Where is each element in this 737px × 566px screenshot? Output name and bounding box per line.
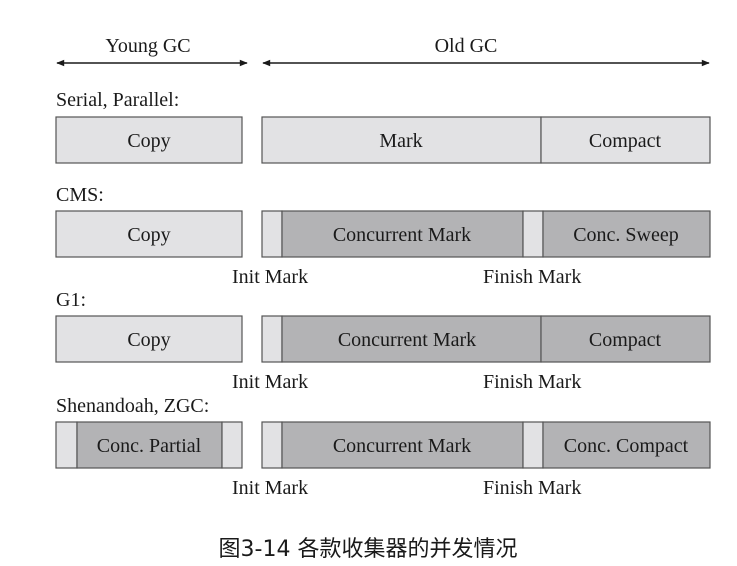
phase-segment: [281, 421, 524, 469]
old-phase-bar: Concurrent Mark Conc. Compact: [261, 421, 711, 469]
phase-segment: [540, 315, 711, 363]
phase-label: Copy: [127, 130, 170, 152]
init-mark-note: Init Mark: [232, 371, 308, 393]
phase-label: Compact: [589, 329, 662, 351]
phase-segment-init-mark: [261, 210, 283, 258]
phase-segment: [261, 116, 542, 164]
phase-label: Compact: [589, 130, 662, 152]
young-phase-bar: Copy: [55, 315, 243, 363]
figure-caption: 图3-14 各款收集器的并发情况: [219, 537, 518, 562]
phase-segment: [542, 421, 711, 469]
old-gc-header: Old GC: [262, 35, 710, 67]
phase-segment: [281, 315, 542, 363]
row-cms: CMS: Copy Concurrent Mark Conc. Sweep In…: [55, 184, 711, 288]
old-phase-bar: Concurrent Mark Conc. Sweep: [261, 210, 711, 258]
phase-label: Conc. Compact: [564, 435, 689, 457]
phase-segment-finish-mark: [522, 421, 544, 469]
row-label: Serial, Parallel:: [56, 89, 179, 111]
phase-segment: [76, 421, 223, 469]
phase-label: Conc. Partial: [97, 435, 202, 457]
phase-segment: [55, 116, 243, 164]
phase-segment: [542, 210, 711, 258]
young-gc-label: Young GC: [105, 35, 190, 57]
finish-mark-note: Finish Mark: [483, 477, 581, 499]
phase-segment-init-mark: [261, 315, 283, 363]
row-label: G1:: [56, 289, 86, 311]
row-shenandoah-zgc: Shenandoah, ZGC: Conc. Partial Concurren…: [55, 395, 711, 499]
phase-segment-final: [221, 421, 243, 469]
young-gc-header: Young GC: [56, 35, 248, 67]
init-mark-note: Init Mark: [232, 477, 308, 499]
init-mark-note: Init Mark: [232, 266, 308, 288]
phase-segment: [55, 210, 243, 258]
young-phase-bar: Conc. Partial: [55, 421, 243, 469]
row-g1: G1: Copy Concurrent Mark Compact Init Ma…: [55, 289, 711, 393]
finish-mark-note: Finish Mark: [483, 371, 581, 393]
phase-segment: [540, 116, 711, 164]
row-serial-parallel: Serial, Parallel: Copy Mark Compact: [55, 89, 711, 164]
phase-label: Conc. Sweep: [573, 224, 679, 246]
old-phase-bar: Concurrent Mark Compact: [261, 315, 711, 363]
phase-label: Copy: [127, 224, 170, 246]
row-label: CMS:: [56, 184, 104, 206]
phase-label: Concurrent Mark: [338, 329, 476, 351]
old-gc-label: Old GC: [435, 35, 498, 57]
row-label: Shenandoah, ZGC:: [56, 395, 209, 417]
young-phase-bar: Copy: [55, 210, 243, 258]
phase-segment-init: [55, 421, 78, 469]
phase-segment: [55, 315, 243, 363]
phase-label: Copy: [127, 329, 170, 351]
phase-segment-init-mark: [261, 421, 283, 469]
phase-label: Concurrent Mark: [333, 224, 471, 246]
phase-label: Mark: [379, 130, 422, 152]
young-phase-bar: Copy: [55, 116, 243, 164]
phase-label: Concurrent Mark: [333, 435, 471, 457]
finish-mark-note: Finish Mark: [483, 266, 581, 288]
phase-segment-finish-mark: [522, 210, 544, 258]
old-phase-bar: Mark Compact: [261, 116, 711, 164]
